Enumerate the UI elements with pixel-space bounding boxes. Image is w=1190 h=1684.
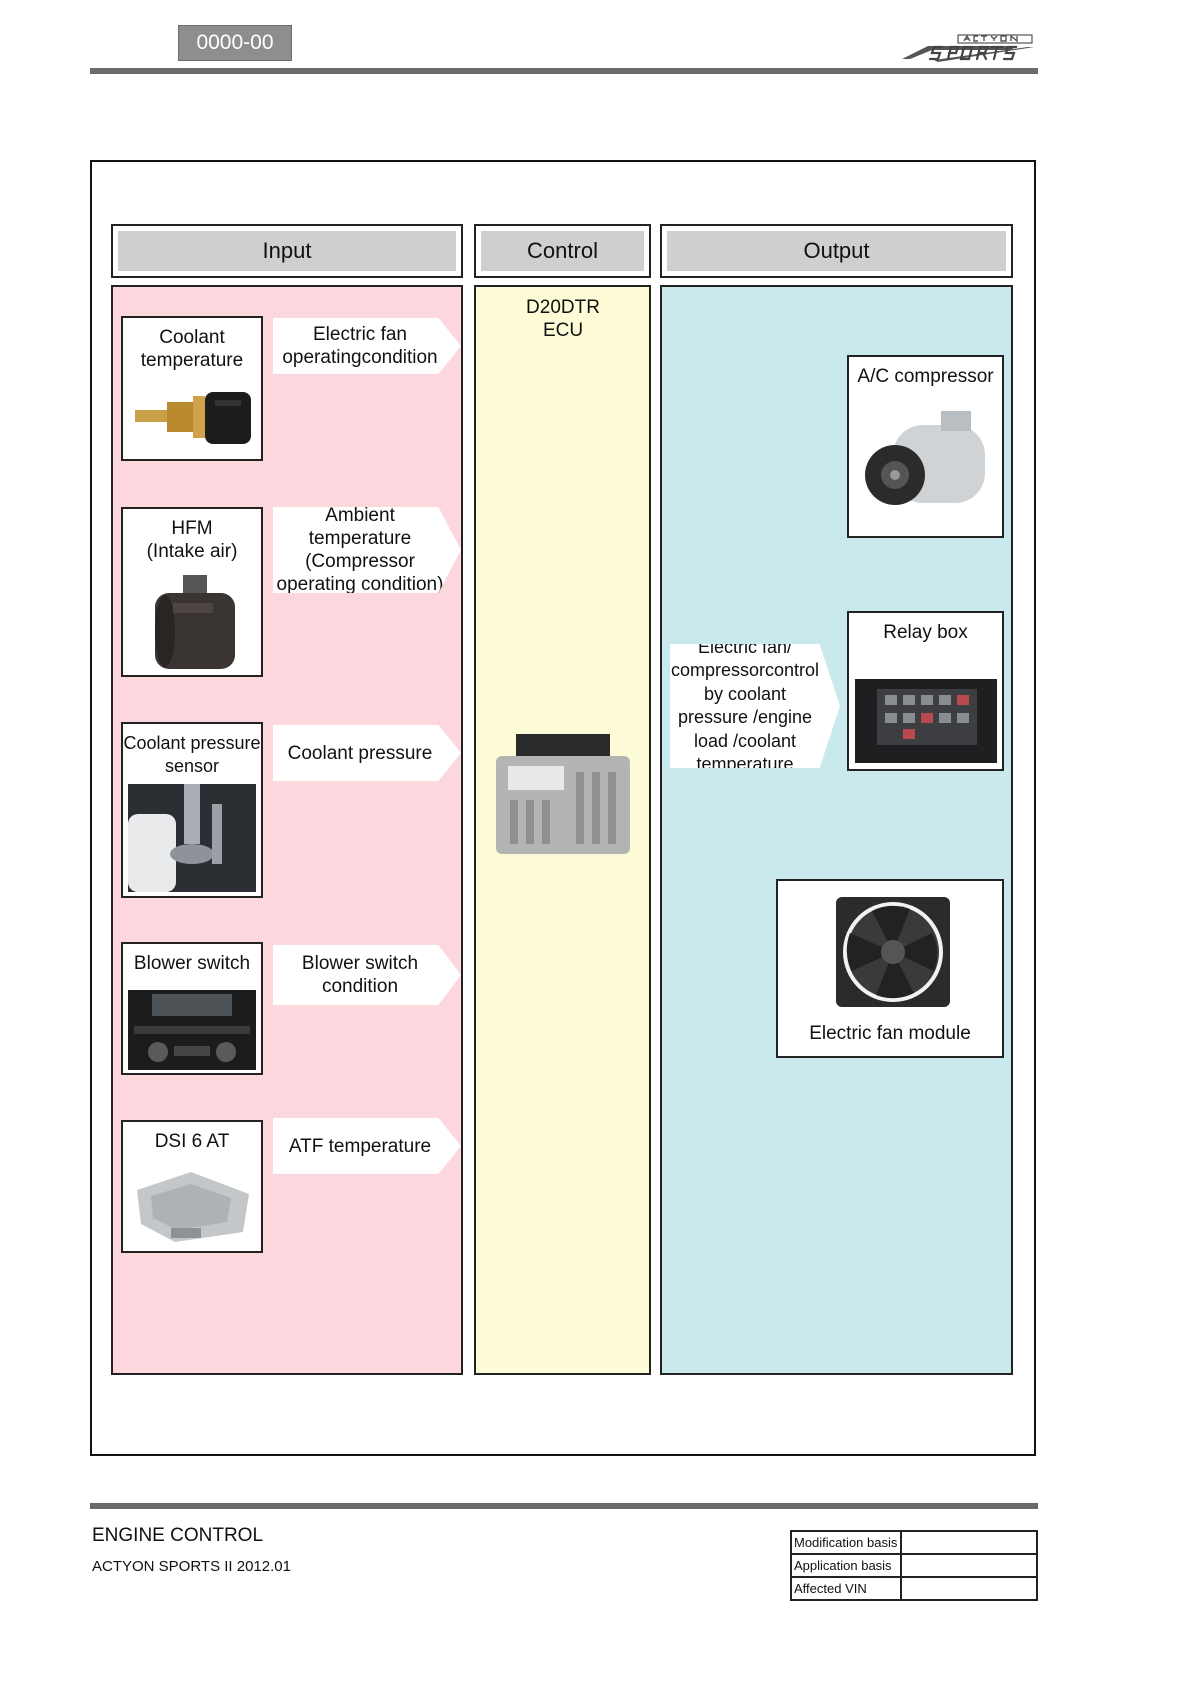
header-rule	[90, 68, 1038, 74]
hfm-sensor-image	[155, 575, 235, 669]
output-ac-compressor: A/C compressor	[847, 355, 1004, 538]
control-header-label: Control	[481, 231, 644, 271]
component-label: Blower switch	[133, 953, 251, 974]
output-header: Output	[660, 224, 1013, 278]
signal-electric-fan-compressor-control: Electric fan/ compressorcontrol by coola…	[670, 644, 840, 768]
row-value	[900, 1576, 1038, 1601]
control-header: Control	[474, 224, 651, 278]
relay-box-image	[855, 679, 997, 763]
blower-switch-image	[128, 990, 256, 1070]
signal-coolant-pressure: Coolant pressure	[273, 725, 461, 781]
signal-electric-fan-operating-condition: Electric fan operatingcondition	[273, 318, 461, 374]
signal-atf-temperature: ATF temperature	[273, 1118, 461, 1174]
brand-logo	[902, 34, 1034, 62]
output-relay-box: Relay box	[847, 611, 1004, 771]
row-label: Affected VIN	[790, 1576, 902, 1601]
row-value	[900, 1553, 1038, 1578]
signal-label: Electric fan operatingcondition	[282, 324, 438, 368]
signal-blower-switch-condition: Blower switch condition	[273, 945, 461, 1005]
input-blower-switch: Blower switch	[121, 942, 263, 1075]
component-label: A/C compressor	[857, 366, 994, 387]
output-electric-fan-module: Electric fan module	[776, 879, 1004, 1058]
component-label: Coolant pressure sensor	[123, 733, 261, 776]
ac-compressor-image	[865, 411, 985, 505]
input-header: Input	[111, 224, 463, 278]
output-header-label: Output	[667, 231, 1006, 271]
table-row: Application basis	[790, 1553, 1038, 1578]
component-label: Relay box	[883, 622, 968, 643]
component-label: Electric fan module	[809, 1023, 971, 1044]
component-label: DSI 6 AT	[154, 1131, 230, 1152]
component-label: HFM (Intake air)	[146, 518, 238, 562]
electric-fan-image	[836, 897, 950, 1007]
row-value	[900, 1530, 1038, 1555]
revision-table: Modification basis Application basis Aff…	[790, 1530, 1038, 1601]
model-title: ACTYON SPORTS II 2012.01	[92, 1558, 291, 1575]
footer-rule	[90, 1503, 1038, 1509]
input-dsi-6-at: DSI 6 AT	[121, 1120, 263, 1253]
diagram-frame	[90, 160, 1036, 1456]
input-coolant-pressure-sensor: Coolant pressure sensor	[121, 722, 263, 898]
input-coolant-temperature: Coolant temperature	[121, 316, 263, 461]
input-header-label: Input	[118, 231, 456, 271]
coolant-pressure-sensor-image	[128, 784, 256, 892]
signal-ambient-temperature: Ambient temperature (Compressor operatin…	[273, 507, 461, 593]
coolant-temp-sensor-image	[135, 392, 251, 444]
section-title: ENGINE CONTROL	[92, 1525, 264, 1546]
table-row: Affected VIN	[790, 1576, 1038, 1601]
signal-label: Ambient temperature (Compressor operatin…	[276, 505, 444, 595]
row-label: Application basis	[790, 1553, 902, 1578]
signal-label: ATF temperature	[288, 1135, 432, 1157]
signal-label: Coolant pressure	[287, 742, 433, 764]
signal-label: Blower switch condition	[301, 953, 419, 997]
signal-label: Electric fan/ compressorcontrol by coola…	[670, 636, 820, 774]
input-hfm-intake-air: HFM (Intake air)	[121, 507, 263, 677]
ecu-image	[496, 734, 630, 854]
page-code: 0000-00	[178, 25, 292, 61]
ecu-label: D20DTR ECU	[526, 297, 600, 341]
component-label: Coolant temperature	[140, 327, 244, 371]
table-row: Modification basis	[790, 1530, 1038, 1555]
transmission-image	[137, 1172, 249, 1242]
row-label: Modification basis	[790, 1530, 902, 1555]
